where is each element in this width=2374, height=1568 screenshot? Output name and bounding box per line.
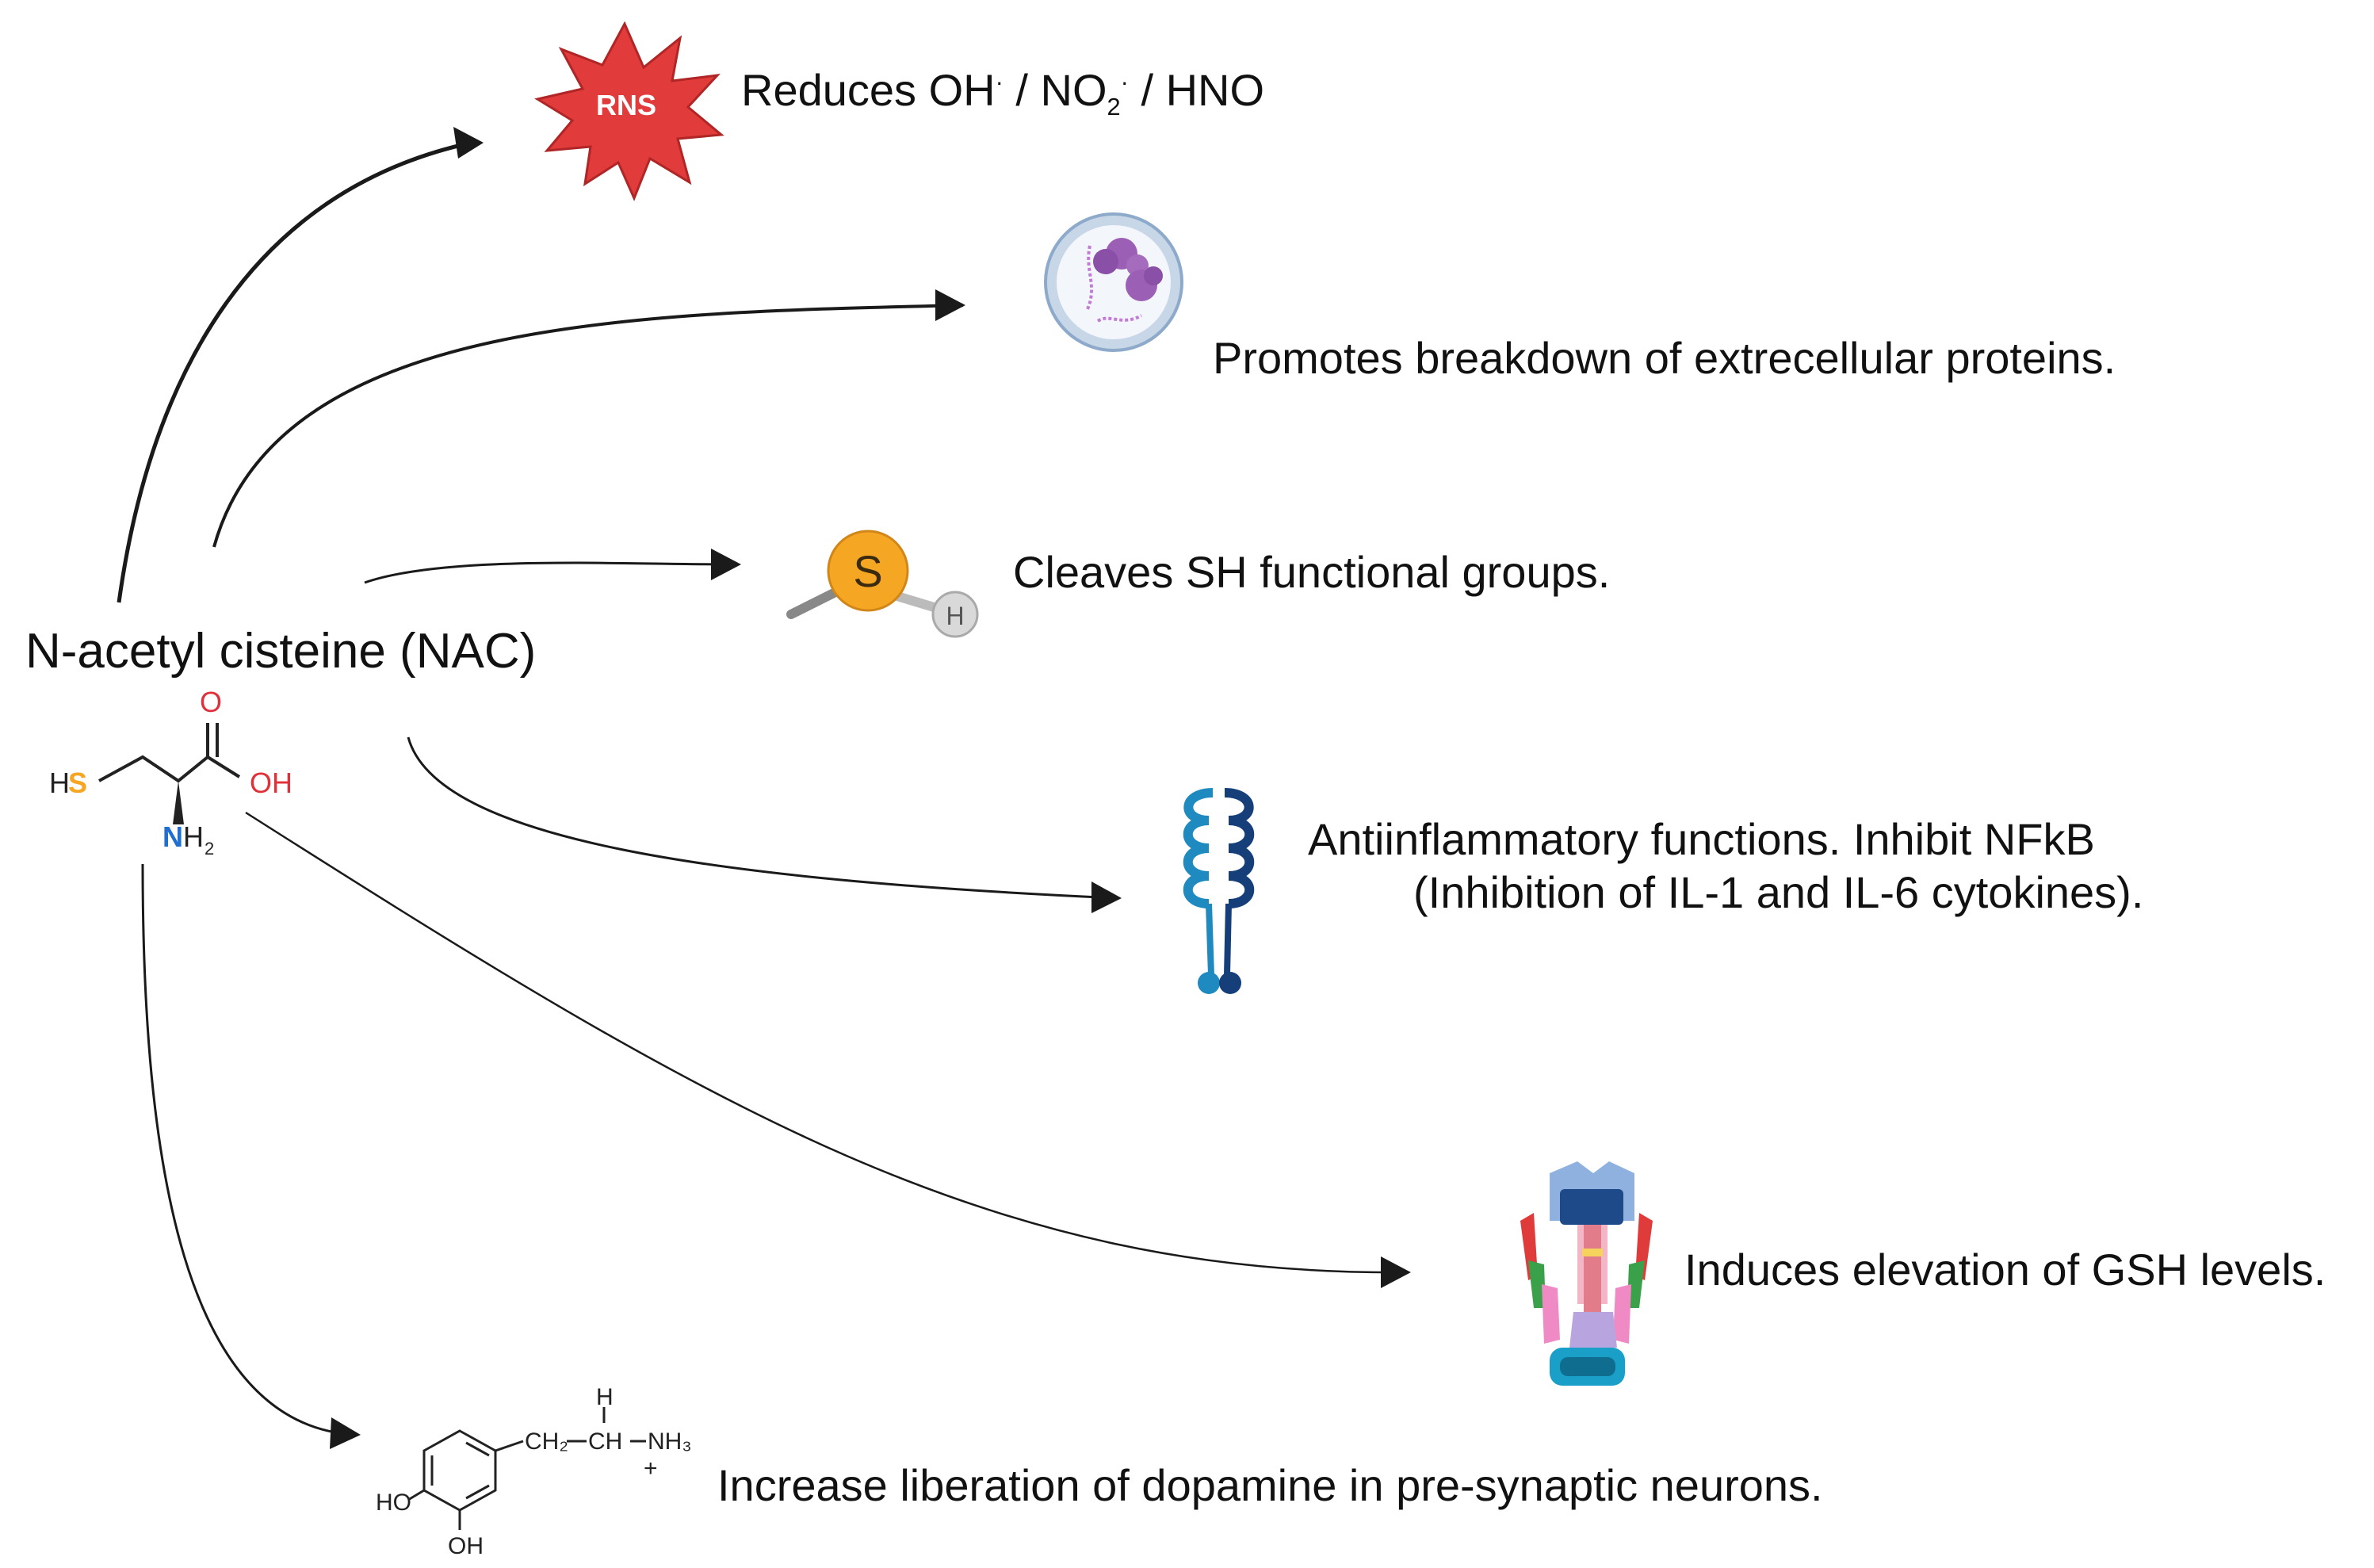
rns-text-suffix: / HNO — [1128, 65, 1265, 115]
arrow-to-rns — [117, 140, 472, 603]
dopamine-ch2: CH₂ — [525, 1428, 568, 1455]
arrowhead-dopamine-icon — [330, 1417, 361, 1449]
nac-structure-icon: H S O OH N H 2 — [49, 686, 292, 859]
nac-atom-h: H — [49, 767, 70, 799]
dopamine-nh3: NH₃ — [648, 1428, 692, 1455]
nac-atom-n: N — [162, 820, 183, 853]
nac-atom-sub: 2 — [205, 839, 214, 859]
dopamine-plus: + — [644, 1455, 658, 1482]
arrow-to-inflammation — [407, 736, 1118, 902]
inflammation-effect-line1: Antiinflammatory functions. Inhibit NFkB — [1308, 814, 2095, 864]
dopamine-h: H — [596, 1384, 614, 1410]
rns-text-sub: 2 — [1107, 93, 1121, 121]
arrowhead-proteins-icon — [935, 289, 965, 321]
arrow-to-proteins — [212, 301, 964, 548]
arrowhead-sh-icon — [711, 549, 741, 580]
dopamine-structure-icon: CH₂ CH NH₃ H + HO OH — [376, 1384, 692, 1559]
gsh-enzyme-icon — [1520, 1161, 1653, 1386]
dopamine-oh: OH — [448, 1533, 484, 1559]
protein-cell-icon — [1044, 212, 1183, 352]
arrow-to-sh — [364, 560, 738, 584]
dopamine-ho: HO — [376, 1490, 411, 1516]
nac-atom-oh: OH — [250, 767, 292, 799]
arrowhead-gsh-icon — [1381, 1256, 1411, 1288]
rns-text-sup2: · — [1120, 67, 1129, 96]
rns-effect-text: Reduces OH· / NO2· / HNO — [741, 63, 1264, 122]
arrowhead-rns-icon — [453, 127, 484, 159]
gsh-effect-text: Induces elevation of GSH levels. — [1684, 1245, 2326, 1295]
dopamine-effect-text: Increase liberation of dopamine in pre-s… — [717, 1460, 1823, 1510]
rns-starburst-icon: RNS — [534, 21, 724, 201]
dopamine-ch: CH — [588, 1428, 622, 1455]
nac-atom-s: S — [68, 767, 87, 799]
sh-atom-h: H — [946, 602, 964, 630]
receptor-icon — [1183, 788, 1255, 994]
inflammation-effect-line2: (Inhibition of IL-1 and IL-6 cytokines). — [1413, 867, 2144, 917]
arrow-to-gsh — [245, 811, 1408, 1277]
rns-text-sup1: · — [995, 67, 1004, 96]
nac-atom-o: O — [200, 686, 222, 718]
arrowhead-inflammation-icon — [1091, 882, 1122, 913]
nac-title: N-acetyl cisteine (NAC) — [25, 624, 537, 679]
sh-atom-s: S — [853, 546, 882, 596]
arrow-heads — [330, 127, 1411, 1449]
rns-text-prefix: Reduces OH — [741, 65, 996, 115]
arrows — [117, 140, 1408, 1439]
rns-badge-text: RNS — [596, 89, 656, 121]
sh-effect-text: Cleaves SH functional groups. — [1013, 547, 1611, 597]
nac-atom-nh: H — [183, 820, 204, 853]
sulfhydryl-icon: S H — [786, 530, 979, 638]
rns-text-mid: / NO — [1003, 65, 1107, 115]
arrow-to-dopamine — [141, 863, 357, 1439]
proteins-effect-text: Promotes breakdown of extrecellular prot… — [1213, 333, 2116, 383]
